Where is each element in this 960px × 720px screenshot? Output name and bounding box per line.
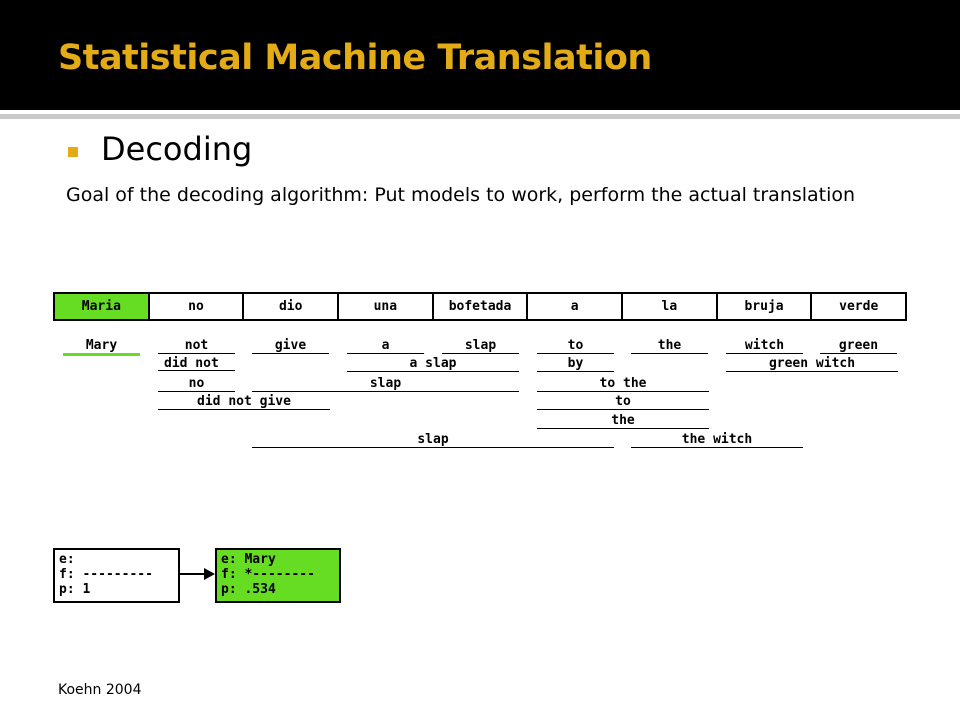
hypothesis-probability: p: 1 xyxy=(59,582,91,597)
translation-option: a xyxy=(347,338,424,354)
slide-content-area xyxy=(0,119,960,720)
translation-option: did not xyxy=(158,356,235,371)
translation-option: slap xyxy=(442,338,519,354)
bullet-square-icon xyxy=(68,147,78,157)
hypothesis-box-initial: e: f: --------- p: 1 xyxy=(53,548,180,603)
translation-option: to xyxy=(537,338,614,354)
translation-option: the witch xyxy=(631,432,803,448)
source-word-cell: verde xyxy=(839,299,879,314)
citation-footer: Koehn 2004 xyxy=(58,682,142,698)
source-word-cell: no xyxy=(150,294,245,319)
source-word-cell: a xyxy=(528,294,624,319)
source-sentence-table: Maria no dio una bofetada a la bruja ver… xyxy=(53,292,907,321)
header-divider-gray xyxy=(0,114,960,119)
translation-option: witch xyxy=(726,338,803,354)
source-word-cell: bofetada xyxy=(434,294,529,319)
body-text: Goal of the decoding algorithm: Put mode… xyxy=(66,184,856,206)
header-divider-white xyxy=(0,110,960,114)
translation-option: Mary xyxy=(63,338,140,356)
source-word-cell: Maria xyxy=(55,294,150,319)
hypothesis-english: e: xyxy=(59,552,75,567)
bullet-heading: Decoding xyxy=(101,130,253,168)
translation-option: green witch xyxy=(726,356,898,372)
translation-option: to the xyxy=(537,376,709,392)
hypothesis-foreign-coverage: f: --------- xyxy=(59,567,153,582)
translation-option: the xyxy=(537,413,709,429)
translation-option: to xyxy=(537,394,709,410)
translation-option: a slap xyxy=(347,356,519,372)
translation-option: by xyxy=(537,356,614,372)
translation-option: the xyxy=(631,338,708,354)
translation-option: did not give xyxy=(158,394,330,410)
translation-option: slap xyxy=(252,432,614,448)
hypothesis-probability: p: .534 xyxy=(221,582,276,597)
translation-option: no xyxy=(158,376,235,392)
hypothesis-english: e: Mary xyxy=(221,552,276,567)
translation-option: not xyxy=(158,338,235,354)
slide-title: Statistical Machine Translation xyxy=(58,38,652,78)
hypothesis-foreign-coverage: f: *-------- xyxy=(221,567,315,582)
header-bar: Statistical Machine Translation xyxy=(0,0,960,108)
source-word-cell: la xyxy=(623,294,718,319)
source-word-cell: una xyxy=(339,294,434,319)
hypothesis-box-expanded: e: Mary f: *-------- p: .534 xyxy=(215,548,341,603)
arrow-right-icon xyxy=(180,568,215,580)
translation-option: green xyxy=(820,338,897,354)
source-word-cell: bruja xyxy=(718,294,813,319)
translation-option: slap xyxy=(252,376,519,392)
translation-option: give xyxy=(252,338,329,354)
source-word-cell: dio xyxy=(244,294,340,319)
